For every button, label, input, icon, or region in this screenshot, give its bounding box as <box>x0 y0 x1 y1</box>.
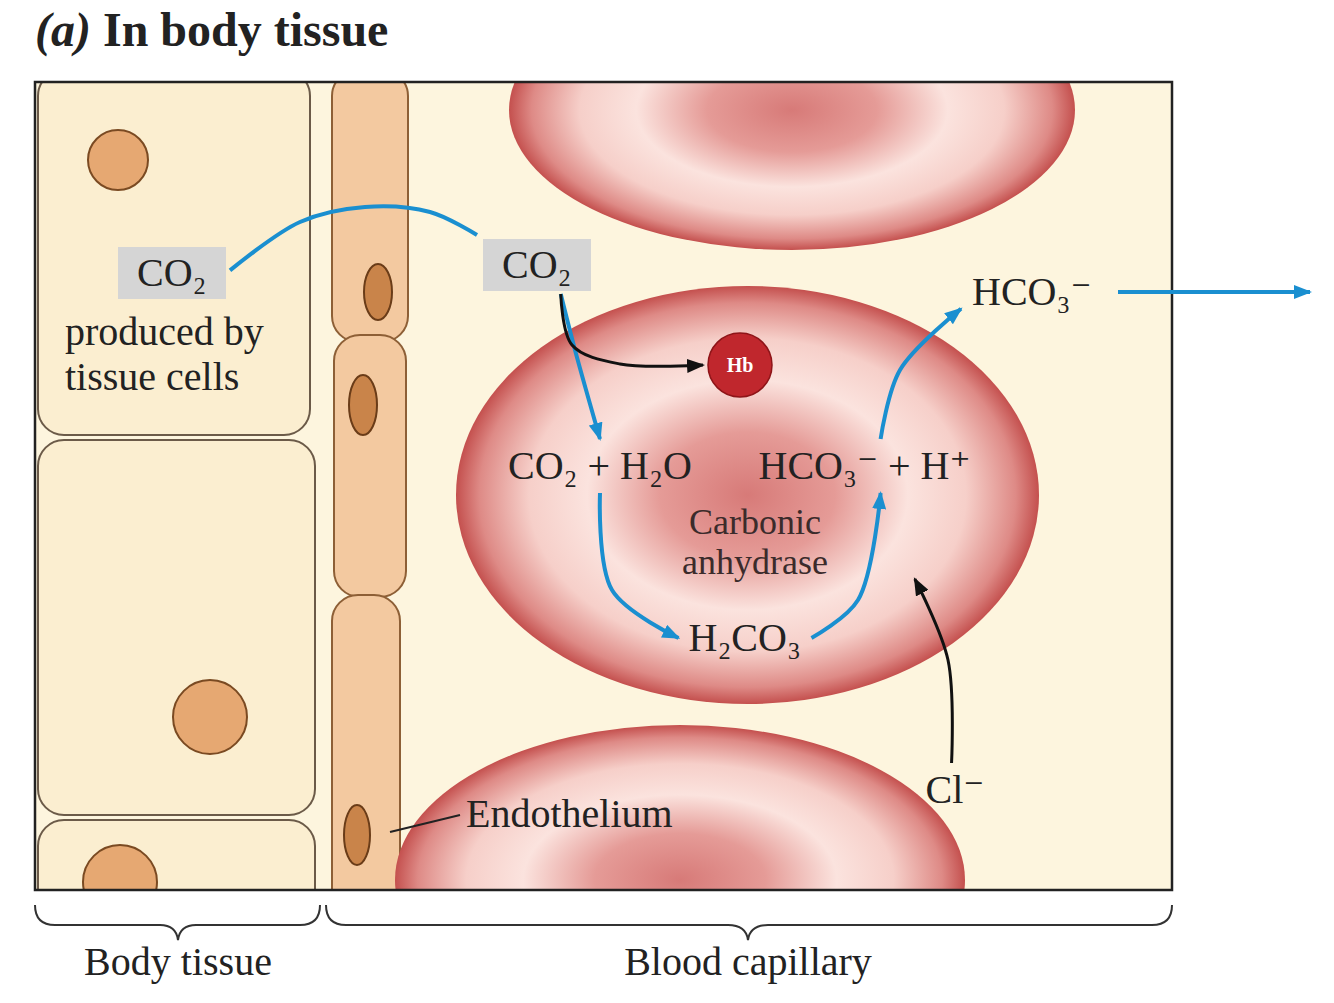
title-holder: (a) In body tissue <box>35 4 388 57</box>
ion-label: Cl⁻ <box>921 766 990 814</box>
enzyme-label: Carbonic anhydrase <box>640 503 870 582</box>
endothelial-cell <box>332 82 408 342</box>
flow-arrow <box>230 206 477 270</box>
chem-label: CO₂ <box>502 243 572 287</box>
bracket <box>326 905 1172 940</box>
chem-label: Cl⁻ <box>926 768 985 812</box>
outflow-arrow <box>1118 290 1310 294</box>
chem-label: CO₂ <box>137 251 207 295</box>
tissue-cell <box>38 82 310 435</box>
red-blood-cell <box>509 82 1075 250</box>
region-label: Blood capillary <box>624 940 872 984</box>
endothelial-cell <box>334 335 406 597</box>
chem-label: CO₂ + H₂O <box>508 444 692 488</box>
cell-nucleus <box>88 130 148 190</box>
cell-nucleus <box>364 264 392 320</box>
flow-arrow <box>561 294 703 366</box>
hemoglobin-dot: Hb <box>707 332 773 398</box>
dot-label: Hb <box>727 354 754 376</box>
tissue-cell <box>38 440 315 815</box>
flow-arrow <box>915 579 953 763</box>
chem-label: H₂CO₃ <box>689 616 801 660</box>
red-blood-cell <box>395 725 965 890</box>
flow-arrow <box>812 493 881 638</box>
panel-border <box>35 82 1172 890</box>
leader-line <box>390 815 460 832</box>
flow-arrow <box>881 309 961 439</box>
cell-nucleus <box>173 680 247 754</box>
label-holder: Body tissue <box>8 940 348 984</box>
dot-body <box>708 333 772 397</box>
ion-label: HCO₃⁻ <box>967 268 1097 316</box>
chem-label: HCO₃⁻ + H⁺ <box>759 444 971 488</box>
cell-nucleus <box>349 375 377 435</box>
cell-body <box>456 286 1039 704</box>
reaction-term: HCO₃⁻ + H⁺ <box>754 442 977 490</box>
reaction-term: CO₂ + H₂O <box>503 442 697 490</box>
cell-nucleus <box>344 805 370 865</box>
figure-title: (a) In body tissue <box>35 4 388 57</box>
tissue-cell <box>38 820 315 890</box>
co2-box: CO₂ <box>483 239 591 291</box>
flow-arrow <box>561 294 600 439</box>
region-label: Body tissue <box>84 940 272 984</box>
chem-label: HCO₃⁻ <box>972 270 1092 314</box>
cell-nucleus <box>83 845 157 890</box>
note-label: produced by tissue cells <box>65 310 275 400</box>
label-holder: Blood capillary <box>548 940 948 984</box>
reaction-term: H₂CO₃ <box>684 614 807 662</box>
label-holder: Endothelium <box>466 792 786 836</box>
label-holder: produced by tissue cells <box>65 310 275 400</box>
red-blood-cell: Carbonic anhydrase HbCO₂ + H₂O HCO₃⁻ + H⁺ H… <box>455 285 1040 705</box>
co2-box: CO₂ <box>118 247 226 299</box>
bracket <box>35 905 320 940</box>
part-label: Endothelium <box>466 792 673 836</box>
flow-arrow <box>600 493 679 638</box>
endothelial-cell <box>332 595 400 890</box>
